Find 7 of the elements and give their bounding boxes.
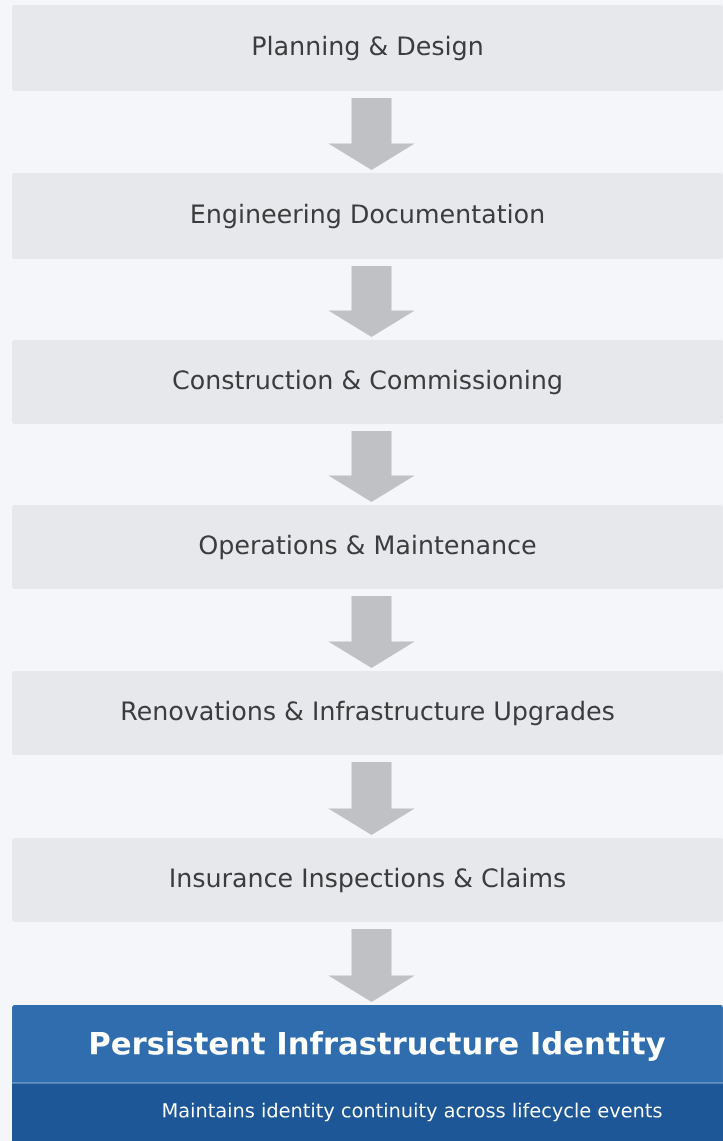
stage-box: Renovations & Infrastructure Upgrades [12,671,723,755]
stage-box: Operations & Maintenance [12,505,723,589]
stage-box: Engineering Documentation [12,173,723,259]
stage-box: Planning & Design [12,5,723,91]
stage-box: Insurance Inspections & Claims [12,838,723,922]
identity-box: Persistent Infrastructure Identity Maintains identity continuity across lifecycle events [11,1005,723,1141]
stage-box: Construction & Commissioning [12,340,723,424]
